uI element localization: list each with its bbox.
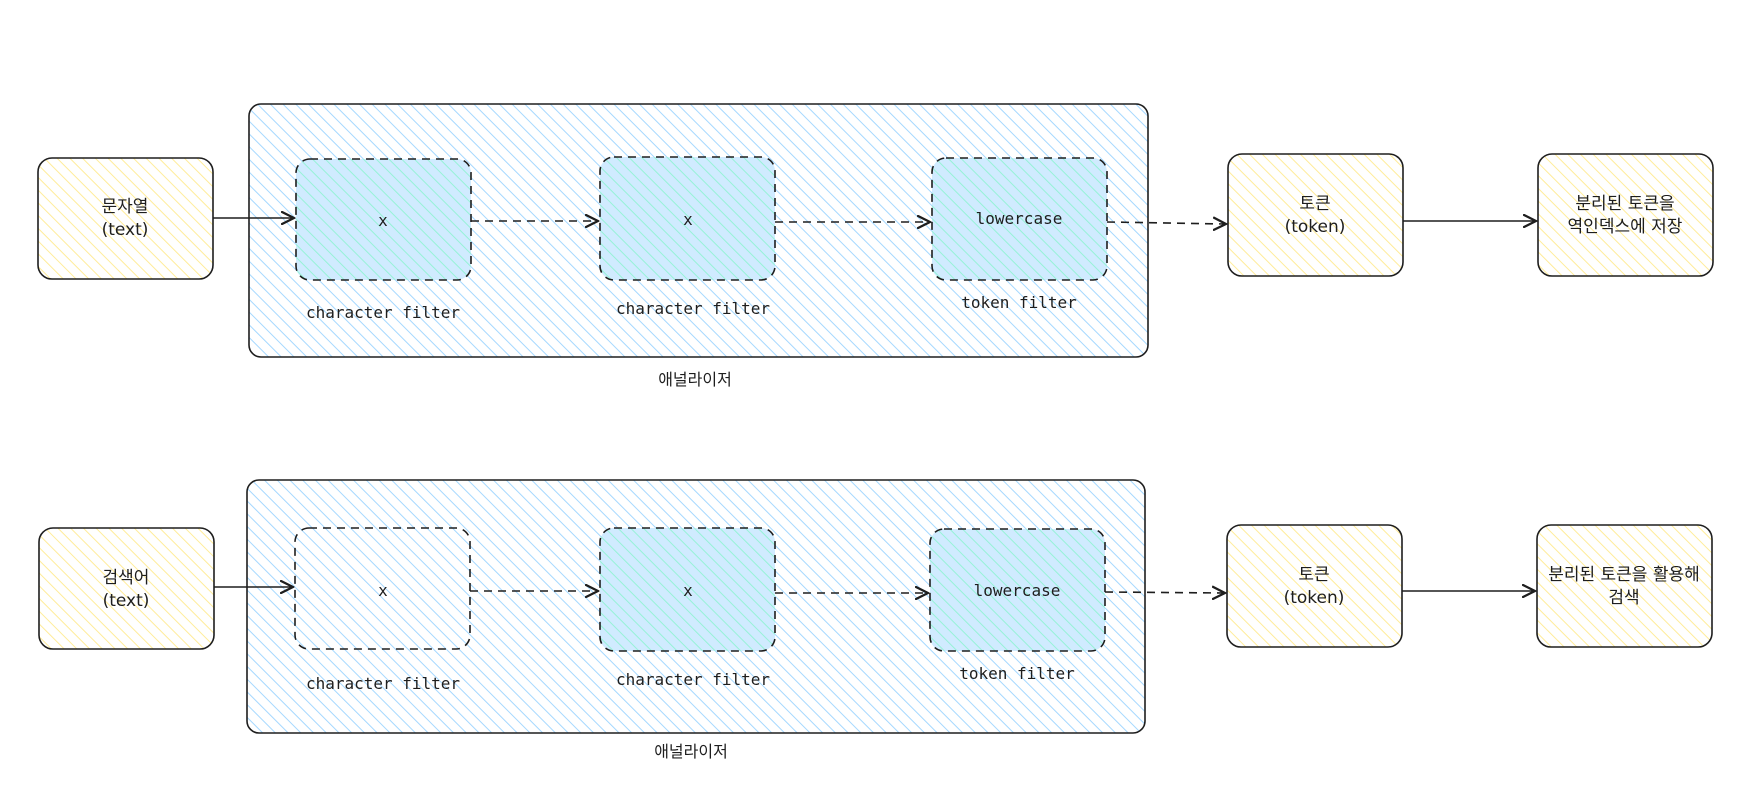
index-pipeline: 문자열 (text) x character filter x characte… (37, 103, 1714, 389)
token-filter-stage: lowercase token filter (931, 157, 1108, 312)
analyzer-label: 애널라이저 (658, 370, 732, 389)
token-box: 토큰 (token) (1227, 153, 1404, 277)
stage-content: lowercase (974, 581, 1061, 600)
search-pipeline: 검색어 (text) x character filter x characte… (38, 479, 1713, 761)
token-line1: 토큰 (1298, 565, 1329, 585)
result-box: 분리된 토큰을 역인덱스에 저장 (1537, 153, 1714, 277)
character-filter-stage: x character filter (599, 156, 776, 318)
stage-content: x (378, 211, 388, 230)
stage-caption: character filter (616, 299, 770, 318)
stage-caption: character filter (306, 674, 460, 693)
result-box: 분리된 토큰을 활용해 검색 (1536, 524, 1713, 648)
dashed-arrow (1104, 592, 1225, 593)
input-line1: 문자열 (102, 197, 149, 217)
input-box: 문자열 (text) (37, 157, 214, 280)
input-line2: (text) (103, 591, 150, 611)
result-line2: 검색 (1608, 588, 1639, 608)
stage-caption: token filter (959, 664, 1075, 683)
analyzer-label: 애널라이저 (654, 742, 728, 761)
dashed-arrow (1106, 222, 1226, 224)
stage-content: x (378, 581, 388, 600)
token-line1: 토큰 (1299, 194, 1330, 214)
stage-content: lowercase (976, 209, 1063, 228)
token-line2: (token) (1284, 588, 1345, 608)
stage-content: x (683, 210, 693, 229)
stage-caption: token filter (961, 293, 1077, 312)
result-line1: 분리된 토큰을 활용해 (1548, 565, 1700, 585)
result-line2: 역인덱스에 저장 (1568, 217, 1683, 237)
stage-content: x (683, 581, 693, 600)
input-line2: (text) (102, 220, 149, 240)
character-filter-stage: x character filter (599, 527, 776, 689)
token-line2: (token) (1285, 217, 1346, 237)
stage-caption: character filter (616, 670, 770, 689)
input-line1: 검색어 (103, 568, 150, 588)
token-filter-stage: lowercase token filter (929, 528, 1106, 683)
character-filter-stage: x character filter (295, 158, 472, 322)
stage-caption: character filter (306, 303, 460, 322)
result-line1: 분리된 토큰을 (1575, 194, 1674, 214)
character-filter-stage: x character filter (294, 527, 471, 693)
token-box: 토큰 (token) (1226, 524, 1403, 648)
input-box: 검색어 (text) (38, 527, 215, 650)
